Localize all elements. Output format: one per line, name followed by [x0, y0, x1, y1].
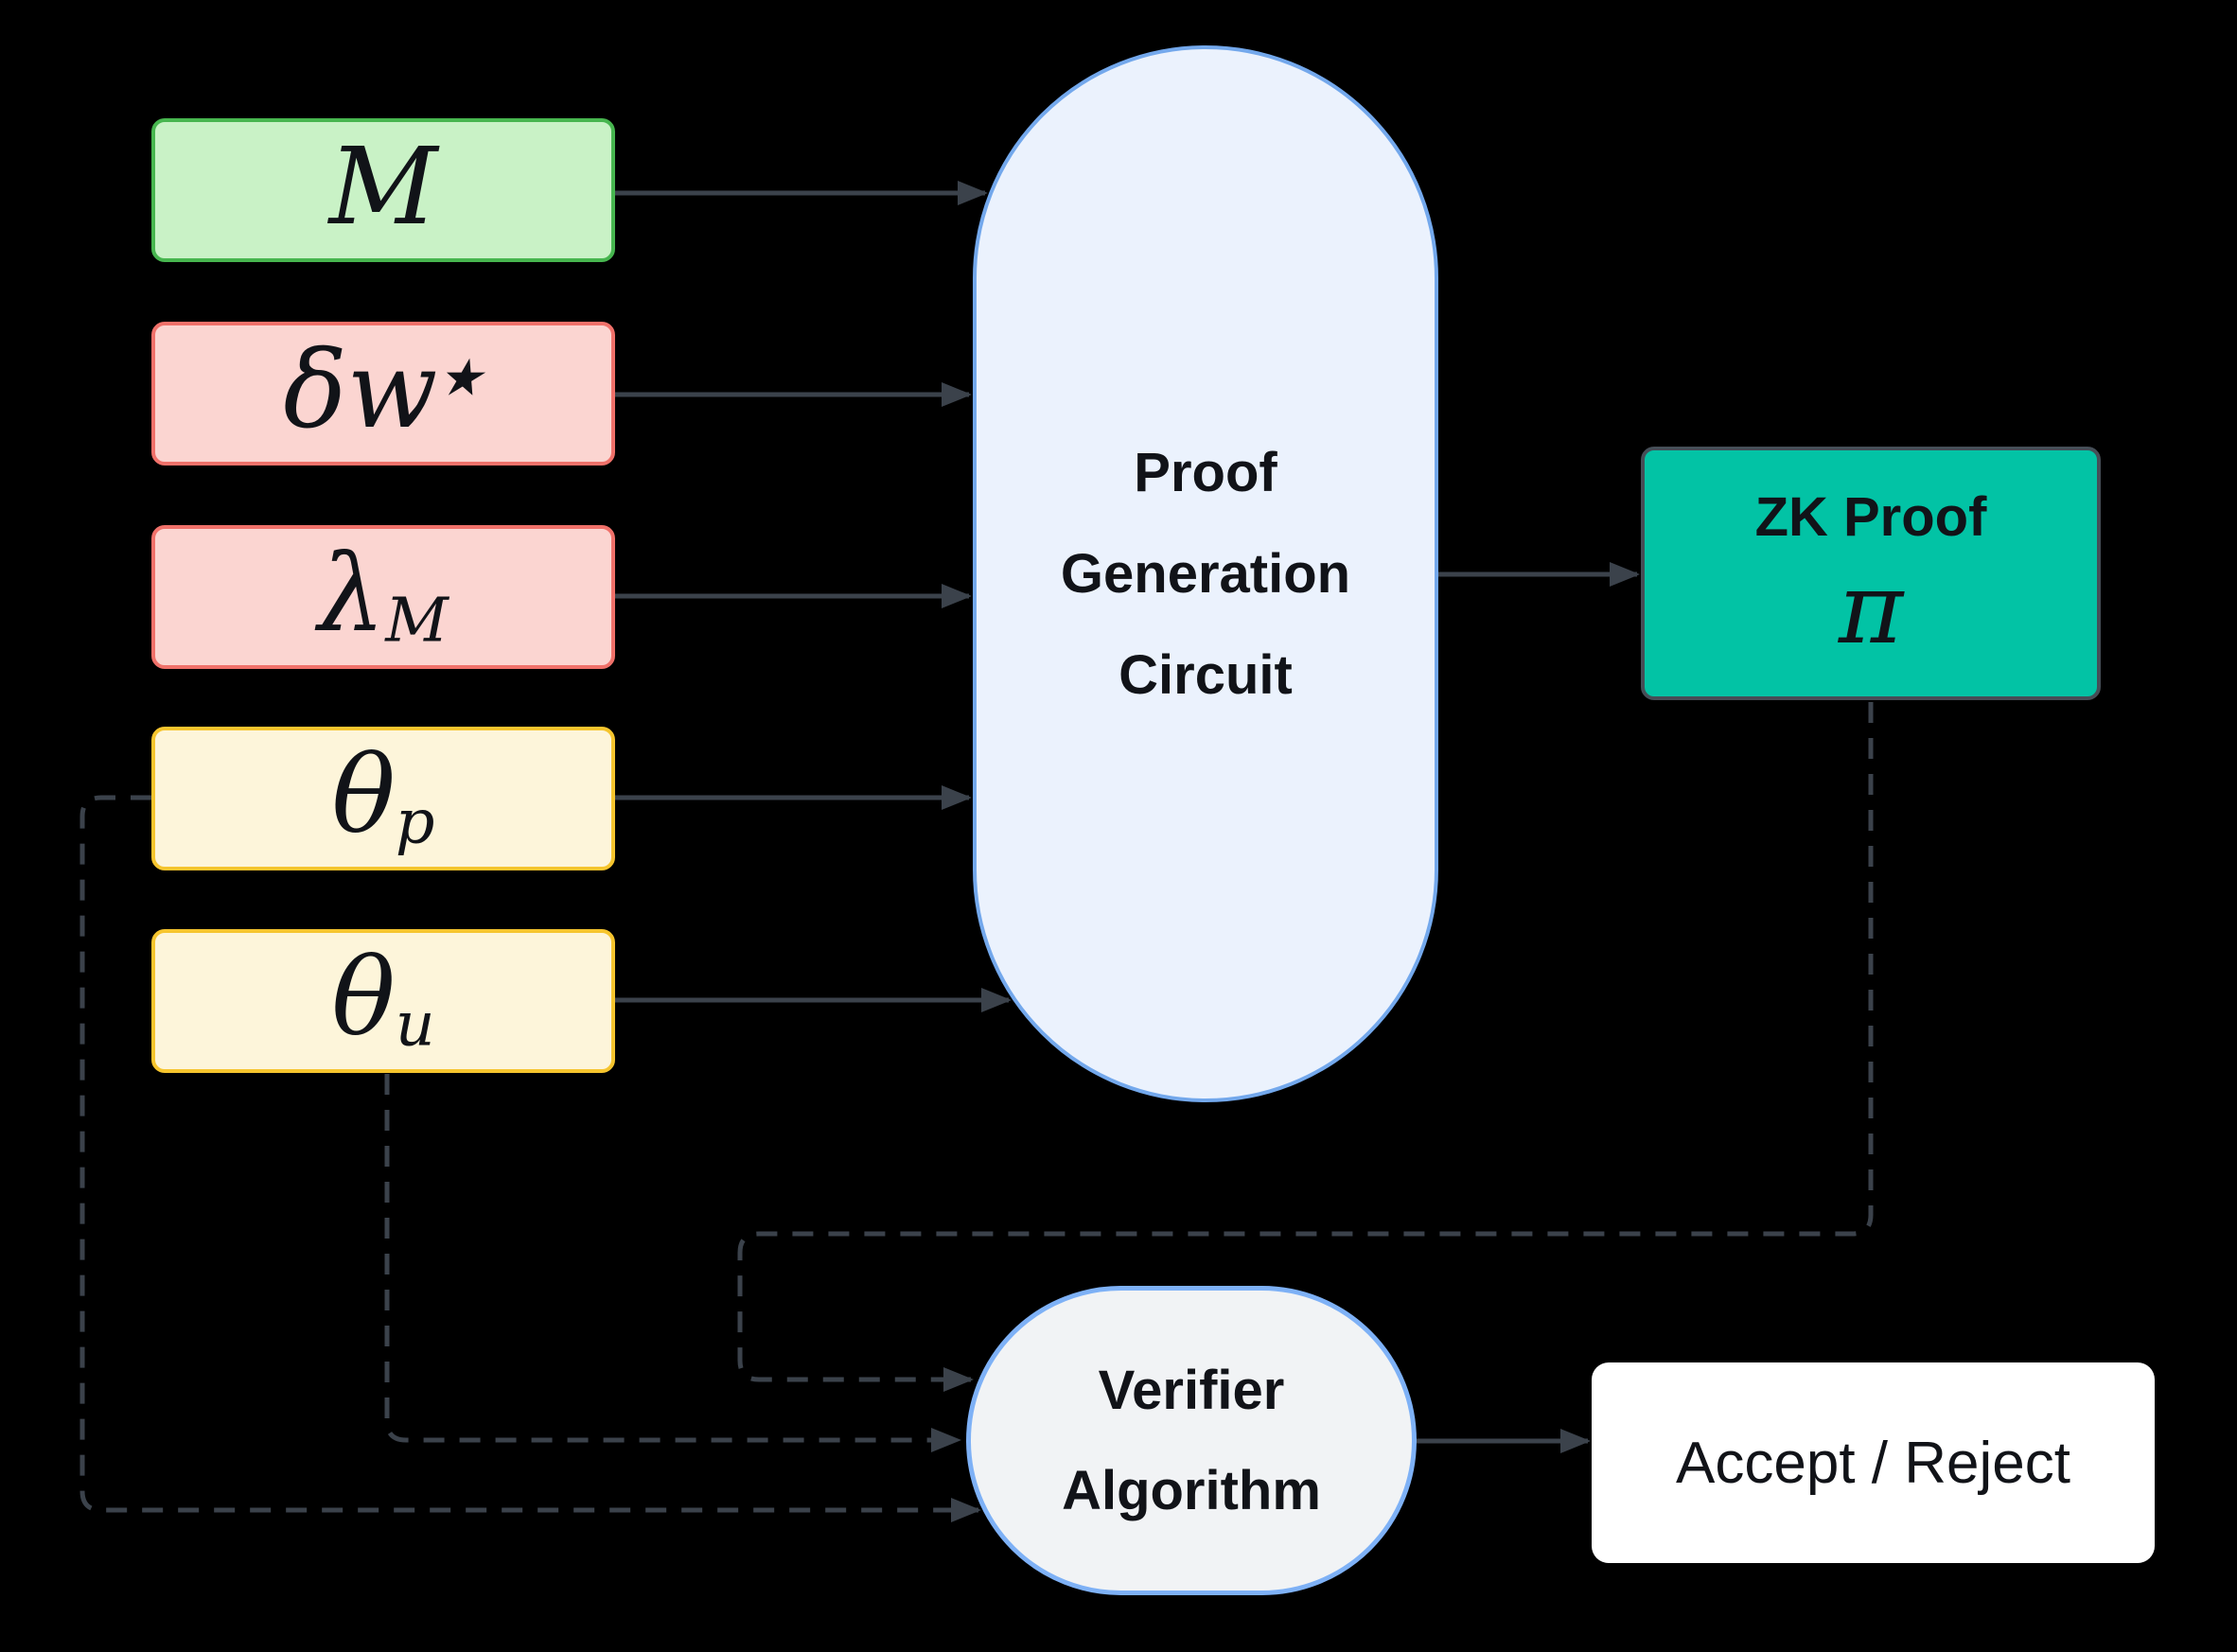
verifier-algorithm-node: Verifier Algorithm [966, 1286, 1417, 1595]
input-node-delta-w-star: δw★ [151, 322, 615, 466]
theta-u-label: θu [331, 937, 435, 1061]
dashed-arrow-thetau-to-verifier [384, 1074, 961, 1452]
zk-proof-node: ZK Proof π [1641, 447, 2101, 700]
proof-generation-line3: Circuit [1118, 644, 1293, 706]
decision-label: Accept / Reject [1676, 1430, 2070, 1496]
proof-generation-line1: Proof [1134, 442, 1277, 503]
model-label: M [328, 126, 438, 250]
theta-p-label: θp [331, 734, 435, 858]
lambda-m-label: λM [318, 533, 449, 657]
verifier-line2: Algorithm [1062, 1459, 1321, 1521]
decision-node: Accept / Reject [1592, 1362, 2155, 1563]
input-node-theta-u: θu [151, 929, 615, 1073]
delta-w-star-label: δw★ [283, 329, 484, 453]
input-node-lambda-m: λM [151, 525, 615, 669]
input-node-model: M [151, 118, 615, 262]
zk-proof-title: ZK Proof [1754, 486, 1987, 548]
input-node-theta-p: θp [151, 727, 615, 870]
proof-generation-circuit-node: Proof Generation Circuit [973, 45, 1438, 1102]
zk-proof-pi-symbol: π [1838, 551, 1904, 666]
dashed-arrow-thetap-to-verifier [79, 795, 981, 1522]
proof-generation-line2: Generation [1060, 543, 1351, 605]
verifier-line1: Verifier [1098, 1359, 1285, 1421]
